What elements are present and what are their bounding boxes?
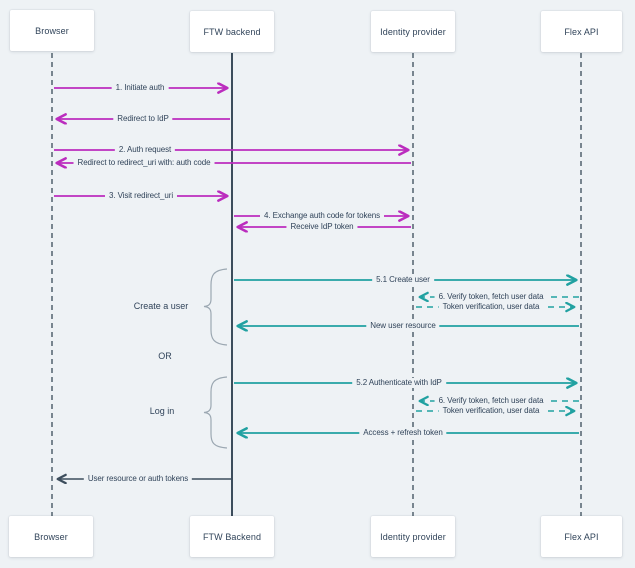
actor-ftw-backend-bottom: FTW Backend [190, 516, 274, 557]
message-label-verify-token-create: 6. Verify token, fetch user data [434, 292, 548, 302]
message-label-exchange-auth-code: 4. Exchange auth code for tokens [260, 211, 384, 221]
message-label-visit-redirect-uri: 3. Visit redirect_uri [104, 191, 178, 201]
actor-label: Identity provider [380, 26, 446, 37]
message-label-verify-token-login: 6. Verify token, fetch user data [434, 396, 548, 406]
actor-flex-api-top: Flex API [541, 11, 622, 52]
actor-browser-top: Browser [10, 10, 94, 51]
brace-create-a-user [203, 268, 228, 346]
section-label-or: OR [158, 351, 172, 361]
brace-log-in [203, 376, 228, 449]
actor-identity-provider-top: Identity provider [371, 11, 455, 52]
actor-label: Flex API [564, 26, 599, 37]
actor-browser-bottom: Browser [9, 516, 93, 557]
message-label-auth-request: 2. Auth request [114, 145, 176, 155]
actor-label: Browser [34, 531, 68, 542]
actor-label: Identity provider [380, 531, 446, 542]
message-label-redirect-to-idp: Redirect to IdP [113, 114, 173, 124]
section-label-log-in: Log in [149, 406, 175, 416]
message-label-new-user-resource: New user resource [366, 321, 440, 331]
message-label-token-verification-login: Token verification, user data [438, 406, 544, 416]
message-label-create-user: 5.1 Create user [372, 275, 434, 285]
message-label-authenticate-with-idp: 5.2 Authenticate with IdP [352, 378, 446, 388]
message-label-initiate-auth: 1. Initiate auth [111, 83, 169, 93]
message-label-receive-idp-token: Receive IdP token [286, 222, 358, 232]
actor-identity-provider-bottom: Identity provider [371, 516, 455, 557]
actor-label: FTW Backend [202, 531, 262, 542]
actor-ftw-backend-top: FTW backend [190, 11, 274, 52]
message-label-token-verification-create: Token verification, user data [438, 302, 544, 312]
message-label-user-resource-or-auth-tokens: User resource or auth tokens [83, 474, 193, 484]
actor-label: Browser [35, 25, 69, 36]
message-label-access-refresh-token: Access + refresh token [359, 428, 447, 438]
section-label-create-a-user: Create a user [133, 301, 189, 311]
actor-flex-api-bottom: Flex API [541, 516, 622, 557]
actor-label: Flex API [564, 531, 599, 542]
message-label-redirect-with-auth-code: Redirect to redirect_uri with: auth code [73, 158, 215, 168]
actor-label: FTW backend [203, 26, 261, 37]
